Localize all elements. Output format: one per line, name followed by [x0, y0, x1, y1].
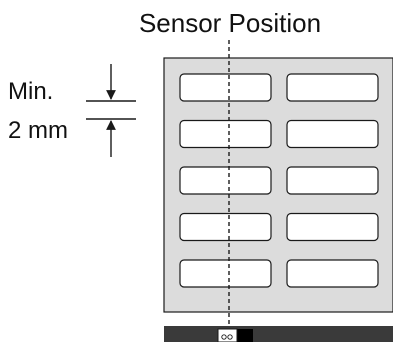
label-r2-c1	[179, 119, 272, 149]
label-r2-c2	[286, 119, 379, 149]
min-gap-label: Min.	[8, 78, 54, 105]
sensor-bar	[164, 326, 393, 342]
sensor-housing	[217, 328, 238, 342]
sensor-bar-slot	[237, 329, 253, 342]
label-grid	[179, 73, 379, 288]
sensor-eye-right	[227, 334, 233, 340]
label-r5-c2	[286, 259, 379, 288]
gap-distance-label: 2 mm	[8, 117, 68, 144]
label-r4-c2	[286, 212, 379, 242]
label-r4-c1	[179, 212, 272, 242]
label-r1-c1	[179, 73, 272, 102]
label-r3-c1	[179, 166, 272, 195]
label-r1-c2	[286, 73, 379, 102]
sensor-position-title: Sensor Position	[138, 8, 322, 38]
label-r5-c1	[179, 259, 272, 288]
sensor-eye-left	[221, 334, 227, 340]
label-r3-c2	[286, 166, 379, 195]
